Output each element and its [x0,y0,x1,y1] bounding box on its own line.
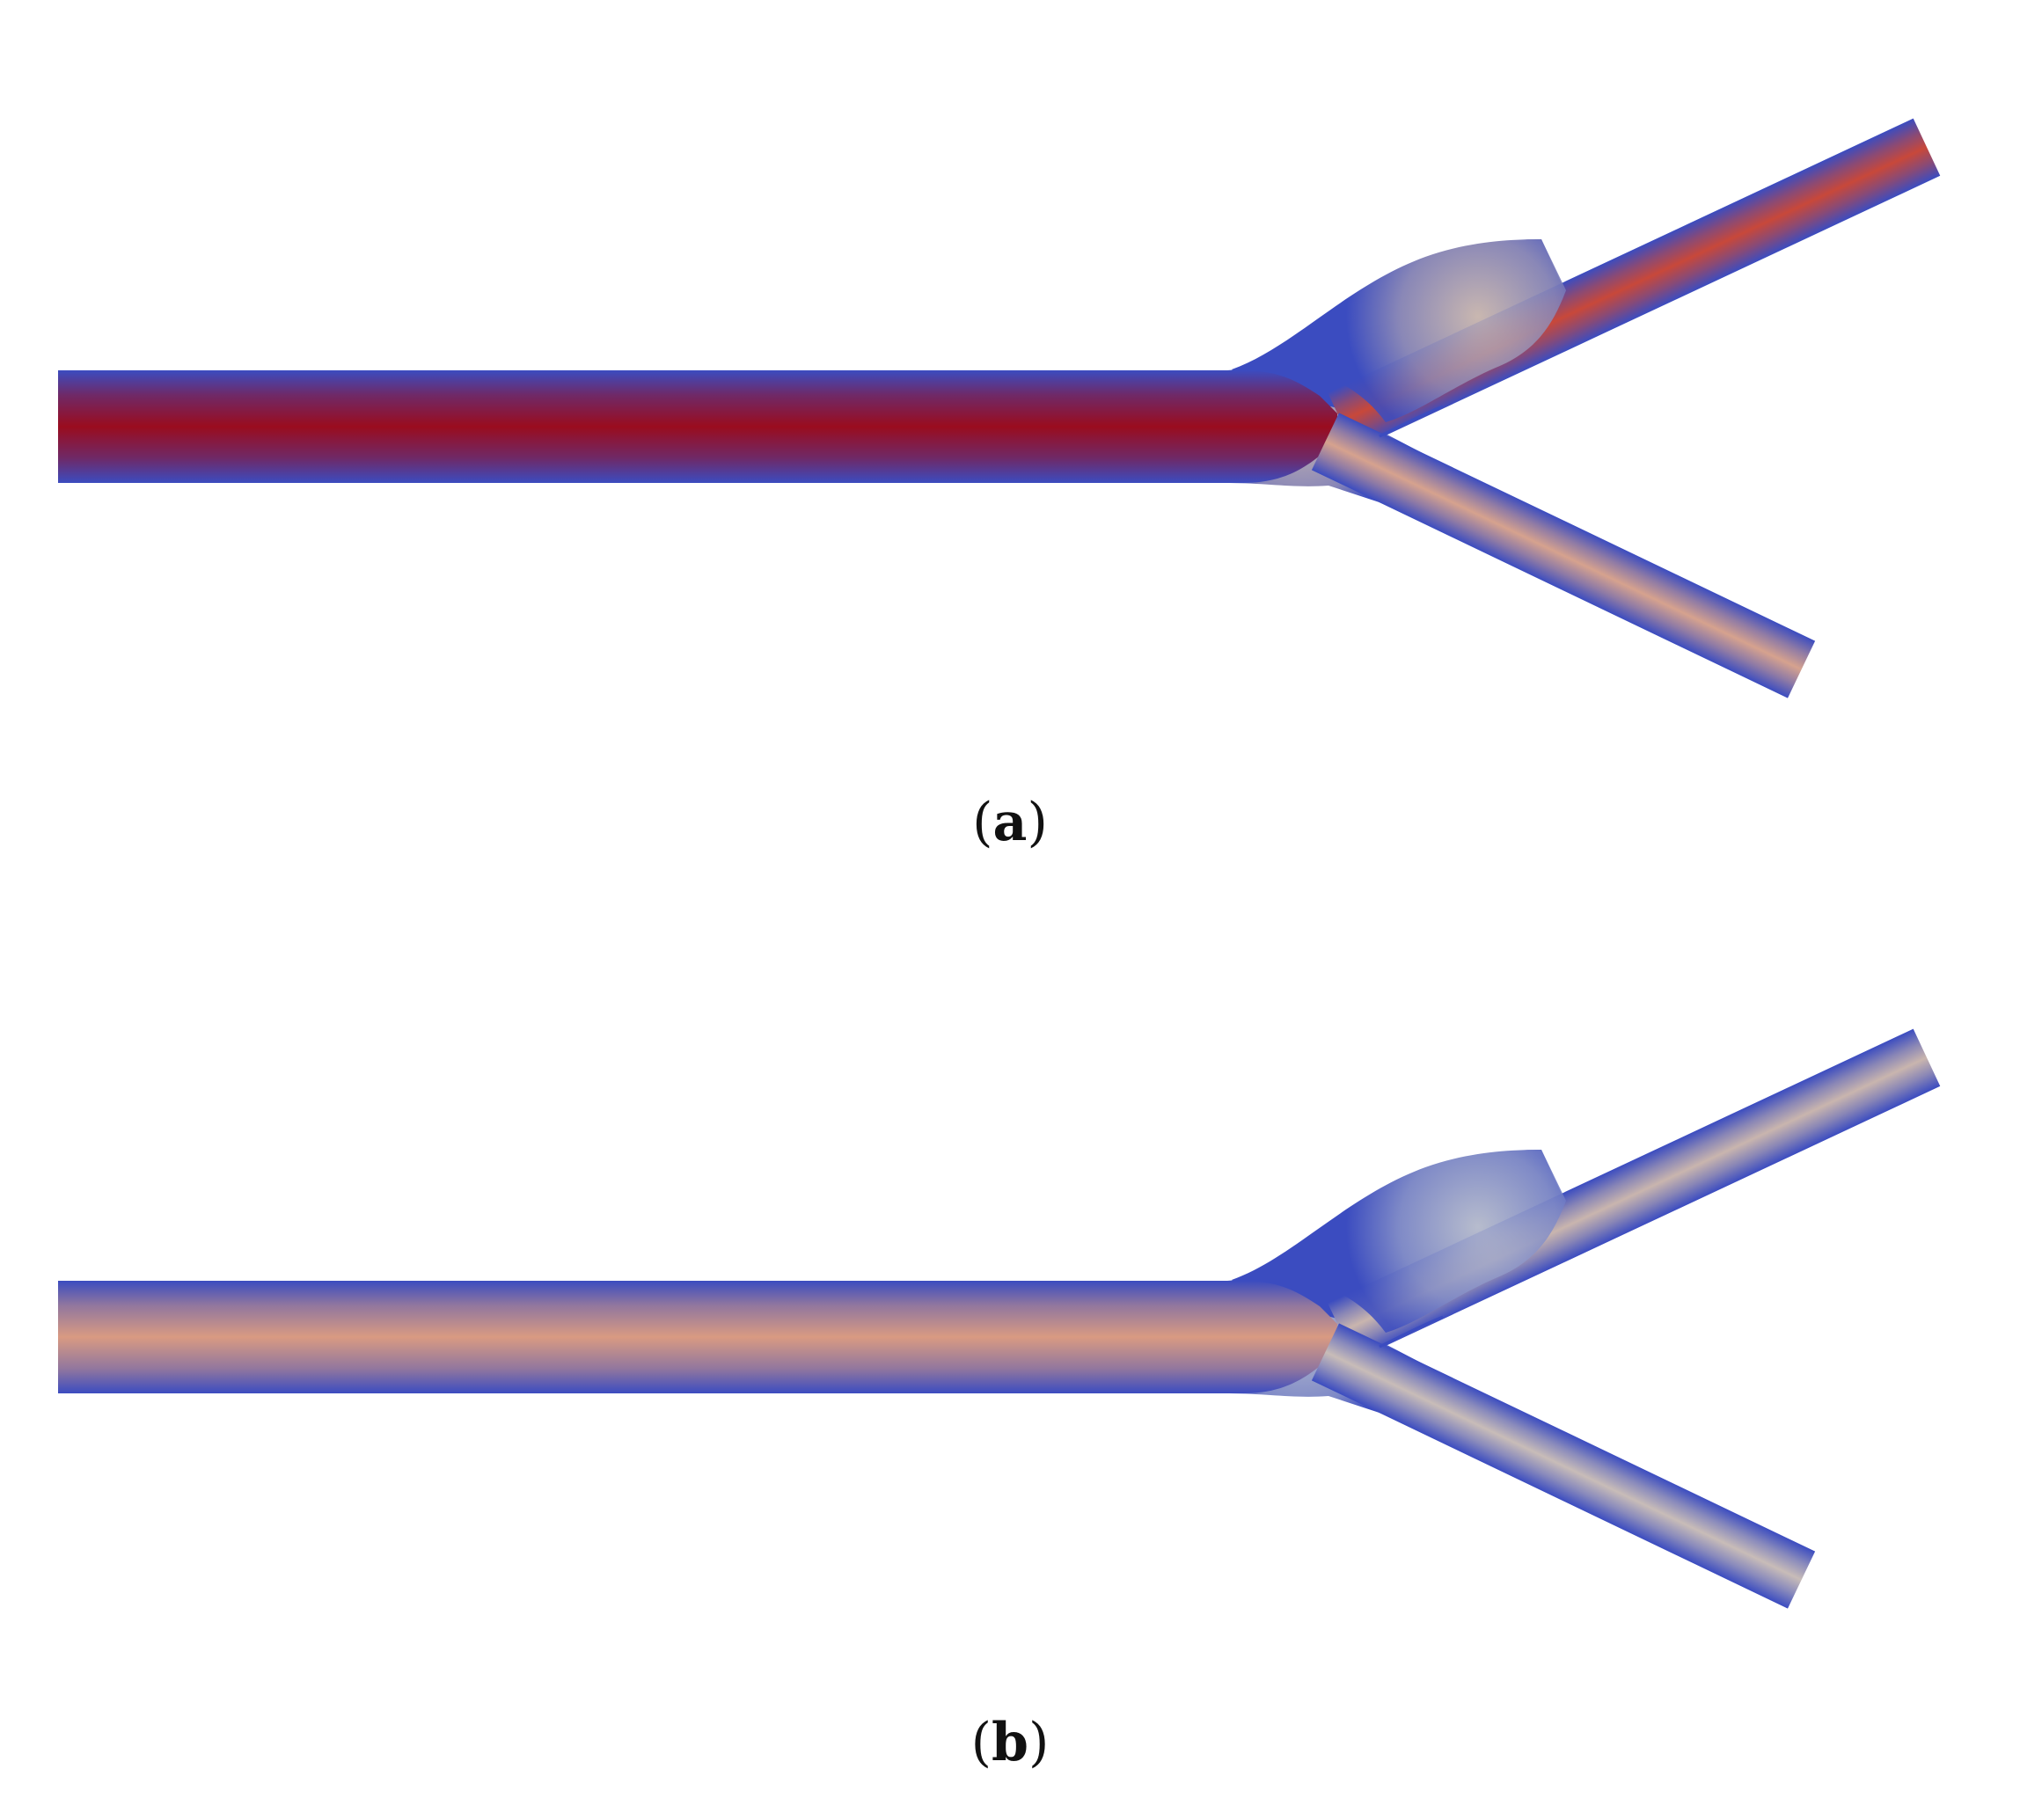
lower-daughter-vessel [1311,1323,1816,1609]
aneurysm-bulge-overlay [1320,1150,1566,1333]
parent-vessel [58,370,1337,483]
panel-b-caption: (b) [970,1712,1050,1773]
panel-b: (b) [0,910,2020,1820]
apex-line [1379,1315,1444,1349]
apex-line [1379,405,1444,438]
panel-a-caption: (a) [972,792,1048,853]
parent-vessel [58,1281,1337,1393]
aneurysm-bulge-overlay [1320,239,1566,422]
panel-a: (a) [58,118,1941,853]
lower-daughter-vessel [1311,413,1816,698]
vessel-bifurcation-a [58,118,1941,698]
vessel-bifurcation-b [58,1028,1941,1609]
